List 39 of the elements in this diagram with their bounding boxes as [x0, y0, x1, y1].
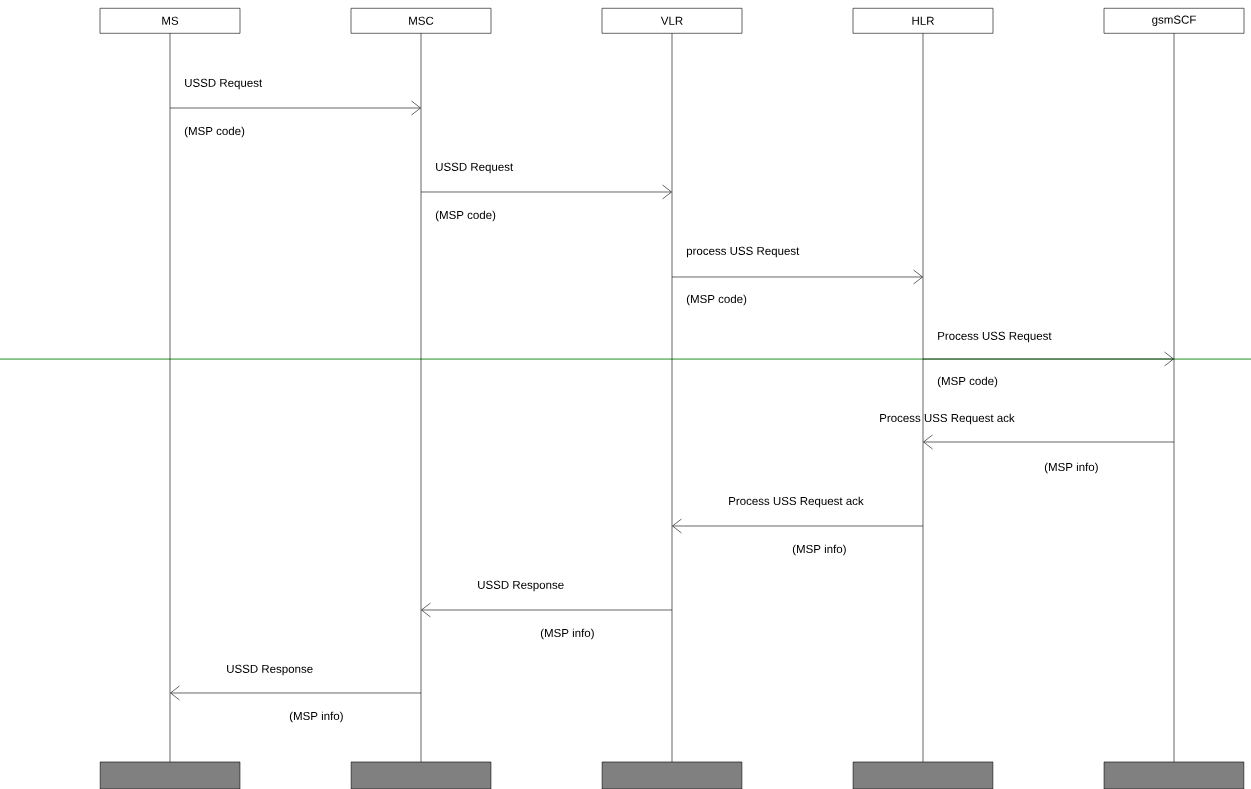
message-label: USSD Request: [185, 78, 263, 90]
message-arrow: [421, 602, 673, 618]
lifeline: [169, 32, 171, 763]
message-label: Process USS Request ack: [729, 496, 864, 508]
end-box: [852, 761, 994, 789]
parameter-label: (MSP code): [435, 210, 496, 222]
lifeline: [420, 32, 422, 763]
end-box: [99, 761, 241, 789]
parameter-label: (MSP info): [540, 628, 594, 640]
message-arrow: [169, 100, 421, 116]
message-label: Process USS Request: [938, 331, 1052, 343]
parameter-label: (MSP info): [289, 711, 343, 723]
message-label: Process USS Request ack: [880, 413, 1015, 425]
end-box: [350, 761, 492, 789]
message-arrow: [170, 685, 422, 701]
parameter-label: (MSP code): [937, 376, 998, 388]
parameter-label: (MSP info): [1044, 462, 1098, 474]
message-label: USSD Request: [436, 162, 514, 174]
message-label: USSD Response: [227, 664, 313, 676]
entity-box: MSC: [350, 8, 492, 34]
message-arrow: [923, 434, 1175, 450]
entity-box: gsmSCF: [1103, 8, 1245, 34]
lifeline: [671, 32, 673, 763]
parameter-label: (MSP code): [686, 294, 747, 306]
lifeline: [1173, 32, 1175, 763]
entity-box: MS: [99, 8, 241, 34]
parameter-label: (MSP info): [792, 544, 846, 556]
message-arrow: [420, 184, 672, 200]
end-box: [601, 761, 743, 789]
message-arrow: [672, 518, 924, 534]
entity-box: HLR: [852, 8, 994, 34]
message-arrow: [922, 351, 1174, 367]
end-box: [1103, 761, 1245, 789]
message-label: USSD Response: [478, 580, 564, 592]
message-label: process USS Request: [686, 246, 800, 258]
lifeline: [922, 32, 924, 763]
entity-box: VLR: [601, 8, 743, 34]
parameter-label: (MSP code): [184, 126, 245, 138]
message-arrow: [671, 269, 923, 285]
